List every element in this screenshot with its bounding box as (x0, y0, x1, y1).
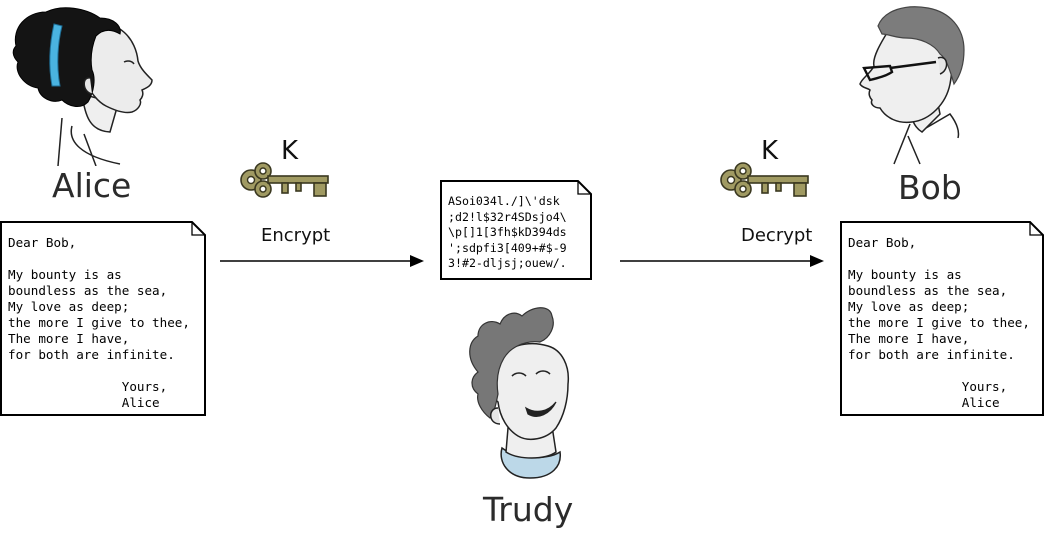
bob-name: Bob (898, 168, 962, 207)
decrypt-label: Decrypt (741, 225, 813, 246)
encrypt-arrow (220, 253, 426, 269)
decrypt-arrow (620, 253, 826, 269)
plaintext-letter-alice: Dear Bob, My bounty is as boundless as t… (0, 221, 206, 416)
trudy-portrait (456, 302, 586, 482)
bob-portrait (850, 4, 970, 168)
ciphertext-document: ASoi034l./]\'dsk ;d2!l$32r4SDsjo4\ \p[]1… (440, 180, 592, 280)
trudy-name: Trudy (483, 490, 574, 529)
encrypt-label: Encrypt (261, 225, 331, 246)
alice-name: Alice (52, 166, 132, 205)
decrypt-key-label: K (761, 136, 779, 166)
plaintext-letter-bob: Dear Bob, My bounty is as boundless as t… (840, 221, 1044, 416)
letter-text: Dear Bob, My bounty is as boundless as t… (8, 235, 190, 410)
alice-portrait (10, 6, 160, 167)
ciphertext-text: ASoi034l./]\'dsk ;d2!l$32r4SDsjo4\ \p[]1… (448, 194, 567, 271)
encrypt-key-icon (238, 160, 334, 200)
decrypt-key-icon (718, 160, 814, 200)
encrypt-key-label: K (281, 136, 299, 166)
letter-text: Dear Bob, My bounty is as boundless as t… (848, 235, 1030, 410)
